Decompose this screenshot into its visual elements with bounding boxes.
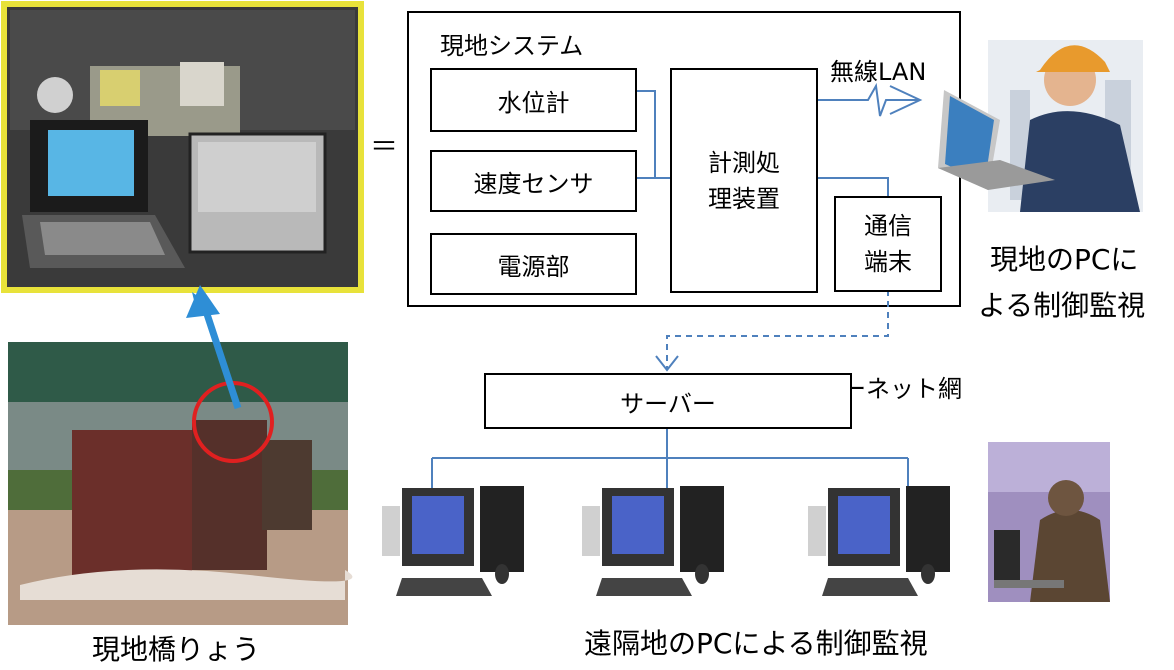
processor-label-line1: 計測処 <box>708 148 780 177</box>
speed-sensor-label: 速度センサ <box>473 169 594 198</box>
local-system-title: 現地システム <box>440 32 584 60</box>
comm-terminal-label-line1: 通信 <box>864 212 912 240</box>
comm-terminal-label-line2: 端末 <box>864 248 912 276</box>
equals-sign: ＝ <box>370 130 399 163</box>
local-pc-caption-line1: 現地のPCに <box>990 243 1139 276</box>
power-unit-label: 電源部 <box>497 252 570 281</box>
server-box: サーバー <box>484 373 852 429</box>
speed-sensor-box: 速度センサ <box>430 150 637 212</box>
processor-label-line2: 理装置 <box>708 184 780 213</box>
measurement-processor-box: 計測処 理装置 <box>670 68 818 293</box>
server-label: サーバー <box>620 389 716 418</box>
bridge-photo <box>8 342 353 625</box>
water-gauge-box: 水位計 <box>430 68 637 132</box>
equipment-photo <box>1 1 364 293</box>
bridge-caption: 現地橋りょう <box>92 633 261 666</box>
wireless-lan-label: 無線LAN <box>830 58 927 86</box>
remote-pc-1 <box>382 486 524 596</box>
remote-pc-caption: 遠隔地のPCによる制御監視 <box>584 627 928 660</box>
water-gauge-label: 水位計 <box>497 88 570 117</box>
remote-operator-illustration <box>988 442 1110 602</box>
photo-link-arrow <box>186 285 242 410</box>
comm-terminal-box: 通信 端末 <box>834 196 942 292</box>
local-pc-caption-line2: よる制御監視 <box>978 289 1146 322</box>
field-technician-illustration <box>938 40 1143 212</box>
remote-pc-2 <box>582 486 724 596</box>
remote-pc-3 <box>808 486 950 596</box>
power-unit-box: 電源部 <box>430 233 637 295</box>
